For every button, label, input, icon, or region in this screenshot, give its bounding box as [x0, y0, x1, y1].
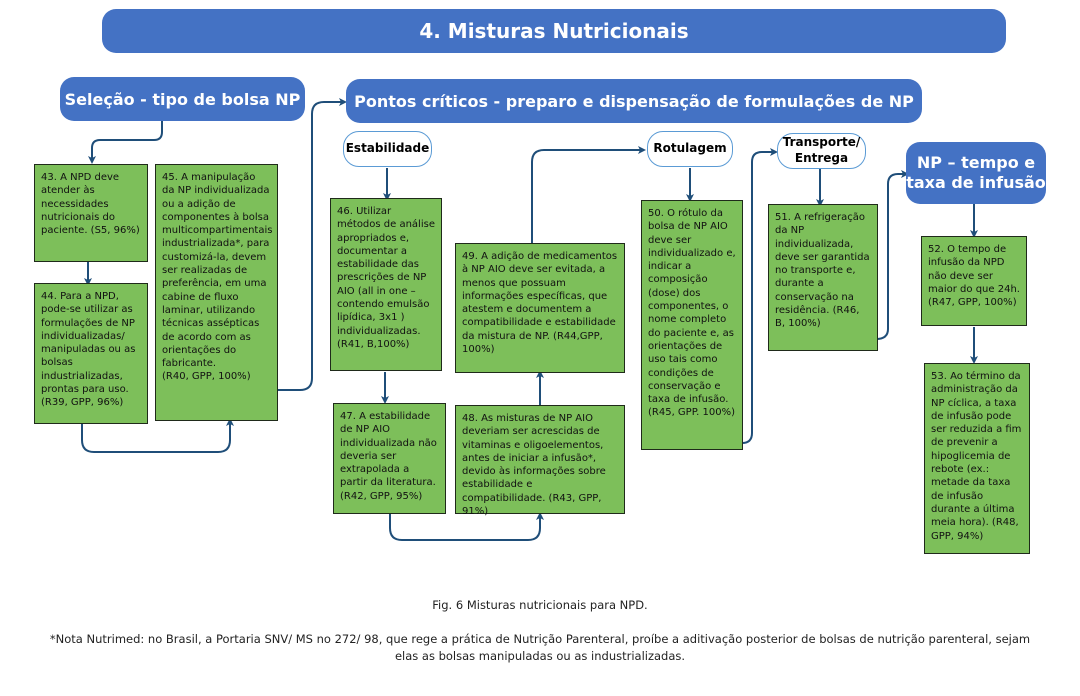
recommendation-card-53: 53. Ao término da administração da NP cí… — [924, 363, 1030, 554]
subsection-rotulagem: Rotulagem — [647, 131, 733, 167]
subsection-estabilidade: Estabilidade — [343, 131, 432, 167]
footnote: *Nota Nutrimed: no Brasil, a Portaria SN… — [49, 632, 1031, 664]
recommendation-card-47: 47. A estabilidade de NP AIO individuali… — [333, 403, 446, 514]
recommendation-card-44: 44. Para a NPD, pode-se utilizar as form… — [34, 283, 148, 424]
subsection-transporte: Transporte/ Entrega — [777, 133, 866, 169]
section-header-pontos-criticos: Pontos críticos - preparo e dispensação … — [346, 79, 922, 123]
arrow-51-to-tempo — [875, 170, 909, 340]
figure-caption: Fig. 6 Misturas nutricionais para NPD. — [432, 598, 648, 612]
arrow-49-to-rotulagem — [531, 146, 646, 243]
recommendation-card-45: 45. A manipulação da NP individualizada … — [155, 164, 278, 421]
recommendation-card-46: 46. Utilizar métodos de análise apropria… — [330, 198, 442, 371]
arrow-selecao-to-43 — [88, 121, 163, 164]
recommendation-card-52: 52. O tempo de infusão da NPD não deve s… — [921, 236, 1027, 326]
recommendation-card-50: 50. O rótulo da bolsa de NP AIO deve ser… — [641, 200, 743, 450]
section-header-selecao: Seleção - tipo de bolsa NP — [60, 77, 305, 121]
recommendation-card-43: 43. A NPD deve atender às necessidades n… — [34, 164, 148, 262]
recommendation-card-49: 49. A adição de medicamentos à NP AIO de… — [455, 243, 625, 373]
section-header-tempo-infusao: NP – tempo e taxa de infusão — [906, 142, 1046, 204]
recommendation-card-51: 51. A refrigeração da NP individualizada… — [768, 204, 878, 351]
arrow-44-to-45 — [81, 418, 234, 453]
page-title: 4. Misturas Nutricionais — [102, 9, 1006, 53]
recommendation-card-48: 48. As misturas de NP AIO deveriam ser a… — [455, 405, 625, 517]
